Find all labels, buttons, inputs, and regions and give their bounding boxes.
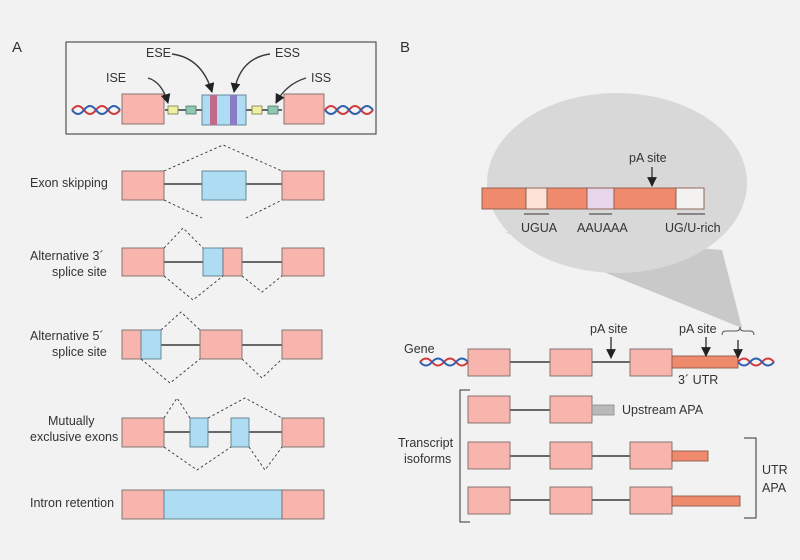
dna-helix-left bbox=[71, 105, 121, 115]
iss-box bbox=[267, 105, 279, 115]
utr-label: 3´ UTR bbox=[678, 373, 718, 387]
exon bbox=[121, 417, 165, 448]
panel-b-label: B bbox=[400, 39, 410, 56]
gene-pa-site-2: pA site bbox=[679, 322, 717, 336]
exon bbox=[467, 441, 511, 470]
ise-arrow bbox=[147, 77, 171, 104]
splicing-regulatory-inset: ISE ESE ESS ISS bbox=[65, 41, 377, 135]
alt-5-extension bbox=[140, 329, 162, 360]
alt-5-splice-row: Alternative 5´ splice site bbox=[30, 311, 323, 384]
alt3-label-1: Alternative 3´ bbox=[30, 249, 104, 263]
transcript-isoforms-label-2: isoforms bbox=[404, 452, 451, 466]
exon bbox=[467, 395, 511, 424]
aauaaa-label: AAUAAA bbox=[577, 221, 628, 235]
distal-utr bbox=[671, 495, 741, 507]
ess-label: ESS bbox=[275, 46, 300, 60]
exon bbox=[549, 441, 593, 470]
mutex-label-1: Mutually bbox=[48, 414, 95, 428]
mutually-exclusive-row: Mutually exclusive exons bbox=[30, 397, 325, 471]
exon bbox=[549, 395, 593, 424]
gene-dna-helix-left bbox=[419, 357, 469, 367]
exon bbox=[121, 170, 165, 201]
exon-skipping-row: Exon skipping bbox=[30, 144, 325, 219]
intron-retention-row: Intron retention bbox=[30, 489, 325, 520]
exon bbox=[281, 170, 325, 201]
zoom-pa-site-label: pA site bbox=[629, 151, 667, 165]
utr-apa-label-1: UTR bbox=[762, 463, 788, 477]
alt3-label-2: splice site bbox=[52, 265, 107, 279]
aauaaa-motif bbox=[586, 187, 615, 210]
exon bbox=[222, 247, 243, 277]
inset-frame bbox=[65, 41, 377, 135]
isoform-upstream-apa: Upstream APA bbox=[467, 395, 704, 424]
gene-label: Gene bbox=[404, 342, 435, 356]
ese-band bbox=[210, 95, 217, 125]
exon bbox=[281, 489, 325, 520]
ise-label: ISE bbox=[106, 71, 126, 85]
alt5-label-2: splice site bbox=[52, 345, 107, 359]
exon bbox=[629, 486, 673, 515]
ug-rich-motif bbox=[675, 187, 705, 210]
dna-helix-right bbox=[324, 105, 374, 115]
utr-apa-label-2: APA bbox=[762, 481, 787, 495]
exon bbox=[121, 247, 165, 277]
iss-arrow bbox=[275, 77, 307, 104]
alt5-label-1: Alternative 5´ bbox=[30, 329, 104, 343]
retained-intron bbox=[163, 489, 283, 520]
ess-band bbox=[230, 95, 237, 125]
exclusive-exon-2 bbox=[230, 417, 250, 448]
alt-3-splice-row: Alternative 3´ splice site bbox=[30, 227, 325, 301]
ugua-motif bbox=[525, 187, 548, 210]
exon bbox=[121, 489, 165, 520]
exon bbox=[121, 329, 142, 360]
isoforms-bracket bbox=[459, 389, 470, 523]
ese-label: ESE bbox=[146, 46, 171, 60]
exon-skipping-label: Exon skipping bbox=[30, 176, 108, 190]
ess-arrow bbox=[230, 53, 271, 93]
iss-box-left bbox=[185, 105, 197, 115]
transcript-isoforms-label-1: Transcript bbox=[398, 436, 454, 450]
gene-dna-helix-right bbox=[737, 357, 775, 367]
ug-rich-label: UG/U-rich bbox=[665, 221, 721, 235]
utr-brace bbox=[721, 326, 755, 336]
exon bbox=[549, 348, 593, 377]
exon bbox=[629, 348, 673, 377]
panel-a-label: A bbox=[12, 39, 22, 56]
exon bbox=[281, 247, 325, 277]
utr-3-prime bbox=[671, 355, 739, 369]
short-utr bbox=[591, 404, 615, 416]
isoform-long-utr bbox=[467, 486, 741, 515]
ise-box-right bbox=[251, 105, 263, 115]
inset-alternative-exon bbox=[201, 94, 247, 126]
gene-pa-site-1: pA site bbox=[590, 322, 628, 336]
gene-row: Gene pA site pA site 3´ UTR bbox=[404, 322, 775, 387]
exon bbox=[467, 486, 511, 515]
utr-apa-bracket bbox=[744, 437, 757, 519]
ese-arrow bbox=[171, 53, 215, 93]
alt-3-extension bbox=[202, 247, 224, 277]
exclusive-exon-1 bbox=[189, 417, 209, 448]
zoom-bubble: pA site UGUA AAUAAA UG/U-rich bbox=[481, 93, 747, 328]
mutex-label-2: exclusive exons bbox=[30, 430, 118, 444]
intron-retention-label: Intron retention bbox=[30, 496, 114, 510]
exon bbox=[199, 329, 243, 360]
inset-exon-left bbox=[121, 93, 165, 125]
skip-path bbox=[163, 144, 283, 172]
ise-box bbox=[167, 105, 179, 115]
exon bbox=[281, 329, 323, 360]
skipped-exon bbox=[201, 170, 247, 201]
ugua-label: UGUA bbox=[521, 221, 558, 235]
exon bbox=[281, 417, 325, 448]
exon bbox=[629, 441, 673, 470]
isoform-short-utr bbox=[467, 441, 709, 470]
exon bbox=[467, 348, 511, 377]
upstream-apa-label: Upstream APA bbox=[622, 403, 704, 417]
exon bbox=[549, 486, 593, 515]
inset-exon-right bbox=[283, 93, 325, 125]
iss-label: ISS bbox=[311, 71, 331, 85]
proximal-utr bbox=[671, 450, 709, 462]
zoom-ellipse bbox=[487, 93, 747, 273]
